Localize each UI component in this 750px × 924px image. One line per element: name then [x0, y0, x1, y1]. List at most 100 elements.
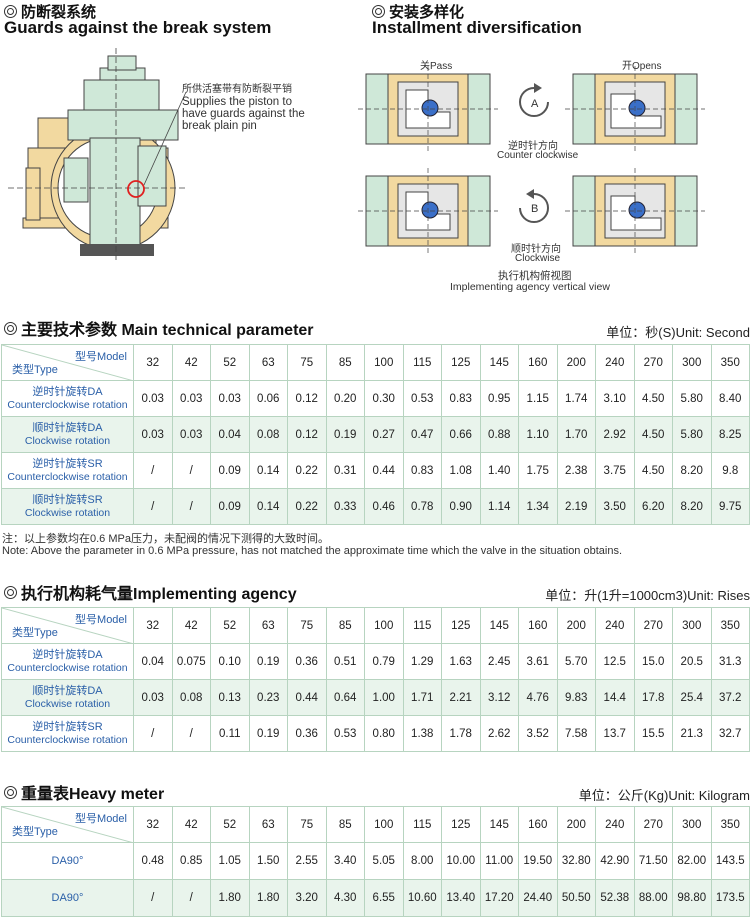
value-cell: 0.31 [325, 452, 365, 489]
value-cell: 4.50 [633, 380, 673, 417]
value-cell: 1.80 [248, 879, 288, 917]
actuator-view-pass [358, 66, 498, 152]
value-cell: 3.50 [595, 488, 635, 525]
opens-label: 开Opens [622, 61, 662, 72]
pass-label: 关Pass [420, 61, 453, 72]
model-header-cell: 52 [210, 806, 250, 843]
value-cell: 25.4 [672, 679, 712, 716]
model-header-cell: 32 [133, 344, 173, 381]
value-cell: 0.78 [402, 488, 442, 525]
model-header-cell: 52 [210, 344, 250, 381]
vertical-view-cn: 执行机构俯视图 [498, 270, 572, 282]
row-label-en: Counterclockwise rotation [7, 733, 128, 746]
value-cell: 1.08 [441, 452, 481, 489]
row-label-cn: 逆时针旋转DA [32, 648, 103, 661]
value-cell: 0.03 [171, 416, 211, 453]
value-cell: / [171, 715, 211, 752]
value-cell: / [133, 715, 173, 752]
row-label-en: Clockwise rotation [24, 697, 111, 710]
value-cell: 1.50 [248, 842, 288, 880]
value-cell: 0.04 [133, 643, 173, 680]
model-header-cell: 100 [364, 344, 404, 381]
value-cell: 4.76 [518, 679, 558, 716]
value-cell: 0.22 [287, 452, 327, 489]
value-cell: 2.45 [479, 643, 519, 680]
model-header-cell: 75 [287, 806, 327, 843]
value-cell: 0.27 [364, 416, 404, 453]
value-cell: 0.075 [171, 643, 211, 680]
row-label-en: Counterclockwise rotation [7, 470, 128, 483]
model-header-cell: 63 [248, 806, 288, 843]
value-cell: 0.48 [133, 842, 173, 880]
model-header-cell: 32 [133, 607, 173, 644]
table1-title: 主要技术参数 Main technical parameter [4, 316, 314, 340]
row-label-en: Counterclockwise rotation [7, 398, 128, 411]
model-header-cell: 160 [518, 607, 558, 644]
value-cell: 0.46 [364, 488, 404, 525]
value-cell: 98.80 [672, 879, 712, 917]
value-cell: 0.83 [441, 380, 481, 417]
pin-label-en-2: have guards against the [182, 108, 305, 120]
model-header-cell: 63 [248, 344, 288, 381]
value-cell: 1.34 [518, 488, 558, 525]
value-cell: 1.70 [556, 416, 596, 453]
model-header-cell: 115 [402, 607, 442, 644]
model-header-cell: 240 [595, 806, 635, 843]
section2-title-en: Installment diversification [372, 18, 582, 37]
value-cell: 17.20 [479, 879, 519, 917]
value-cell: 50.50 [556, 879, 596, 917]
value-cell: 0.90 [441, 488, 481, 525]
value-cell: 0.03 [133, 380, 173, 417]
value-cell: 3.20 [287, 879, 327, 917]
model-header-cell: 125 [441, 806, 481, 843]
value-cell: 52.38 [595, 879, 635, 917]
value-cell: 24.40 [518, 879, 558, 917]
row-label-cn: 顺时针旋转SR [32, 493, 103, 506]
value-cell: 21.3 [672, 715, 712, 752]
value-cell: 0.88 [479, 416, 519, 453]
value-cell: 0.09 [210, 452, 250, 489]
value-cell: 0.08 [248, 416, 288, 453]
value-cell: 14.4 [595, 679, 635, 716]
value-cell: 5.80 [672, 416, 712, 453]
value-cell: 5.05 [364, 842, 404, 880]
value-cell: 2.62 [479, 715, 519, 752]
value-cell: 0.14 [248, 452, 288, 489]
value-cell: 31.3 [710, 643, 750, 680]
value-cell: 1.38 [402, 715, 442, 752]
value-cell: 1.14 [479, 488, 519, 525]
label-b: B [531, 203, 539, 215]
value-cell: 0.09 [210, 488, 250, 525]
value-cell: 3.61 [518, 643, 558, 680]
value-cell: 10.00 [441, 842, 481, 880]
value-cell: 0.83 [402, 452, 442, 489]
model-header-cell: 160 [518, 806, 558, 843]
row-label-cn: 顺时针旋转DA [32, 684, 103, 697]
row-label-en: Clockwise rotation [24, 434, 111, 447]
value-cell: 9.75 [710, 488, 750, 525]
row-label-en: Clockwise rotation [24, 506, 111, 519]
value-cell: / [133, 452, 173, 489]
model-header-cell: 200 [556, 344, 596, 381]
model-header-cell: 145 [479, 806, 519, 843]
value-cell: 2.19 [556, 488, 596, 525]
row-type-label: DA90° [1, 879, 134, 917]
value-cell: 0.53 [325, 715, 365, 752]
cw-label-cn: 顺时针方向 [511, 244, 561, 255]
value-cell: 8.20 [672, 488, 712, 525]
model-header-cell: 270 [633, 806, 673, 843]
circle-bullet-icon [4, 586, 17, 600]
value-cell: 1.40 [479, 452, 519, 489]
value-cell: / [171, 452, 211, 489]
